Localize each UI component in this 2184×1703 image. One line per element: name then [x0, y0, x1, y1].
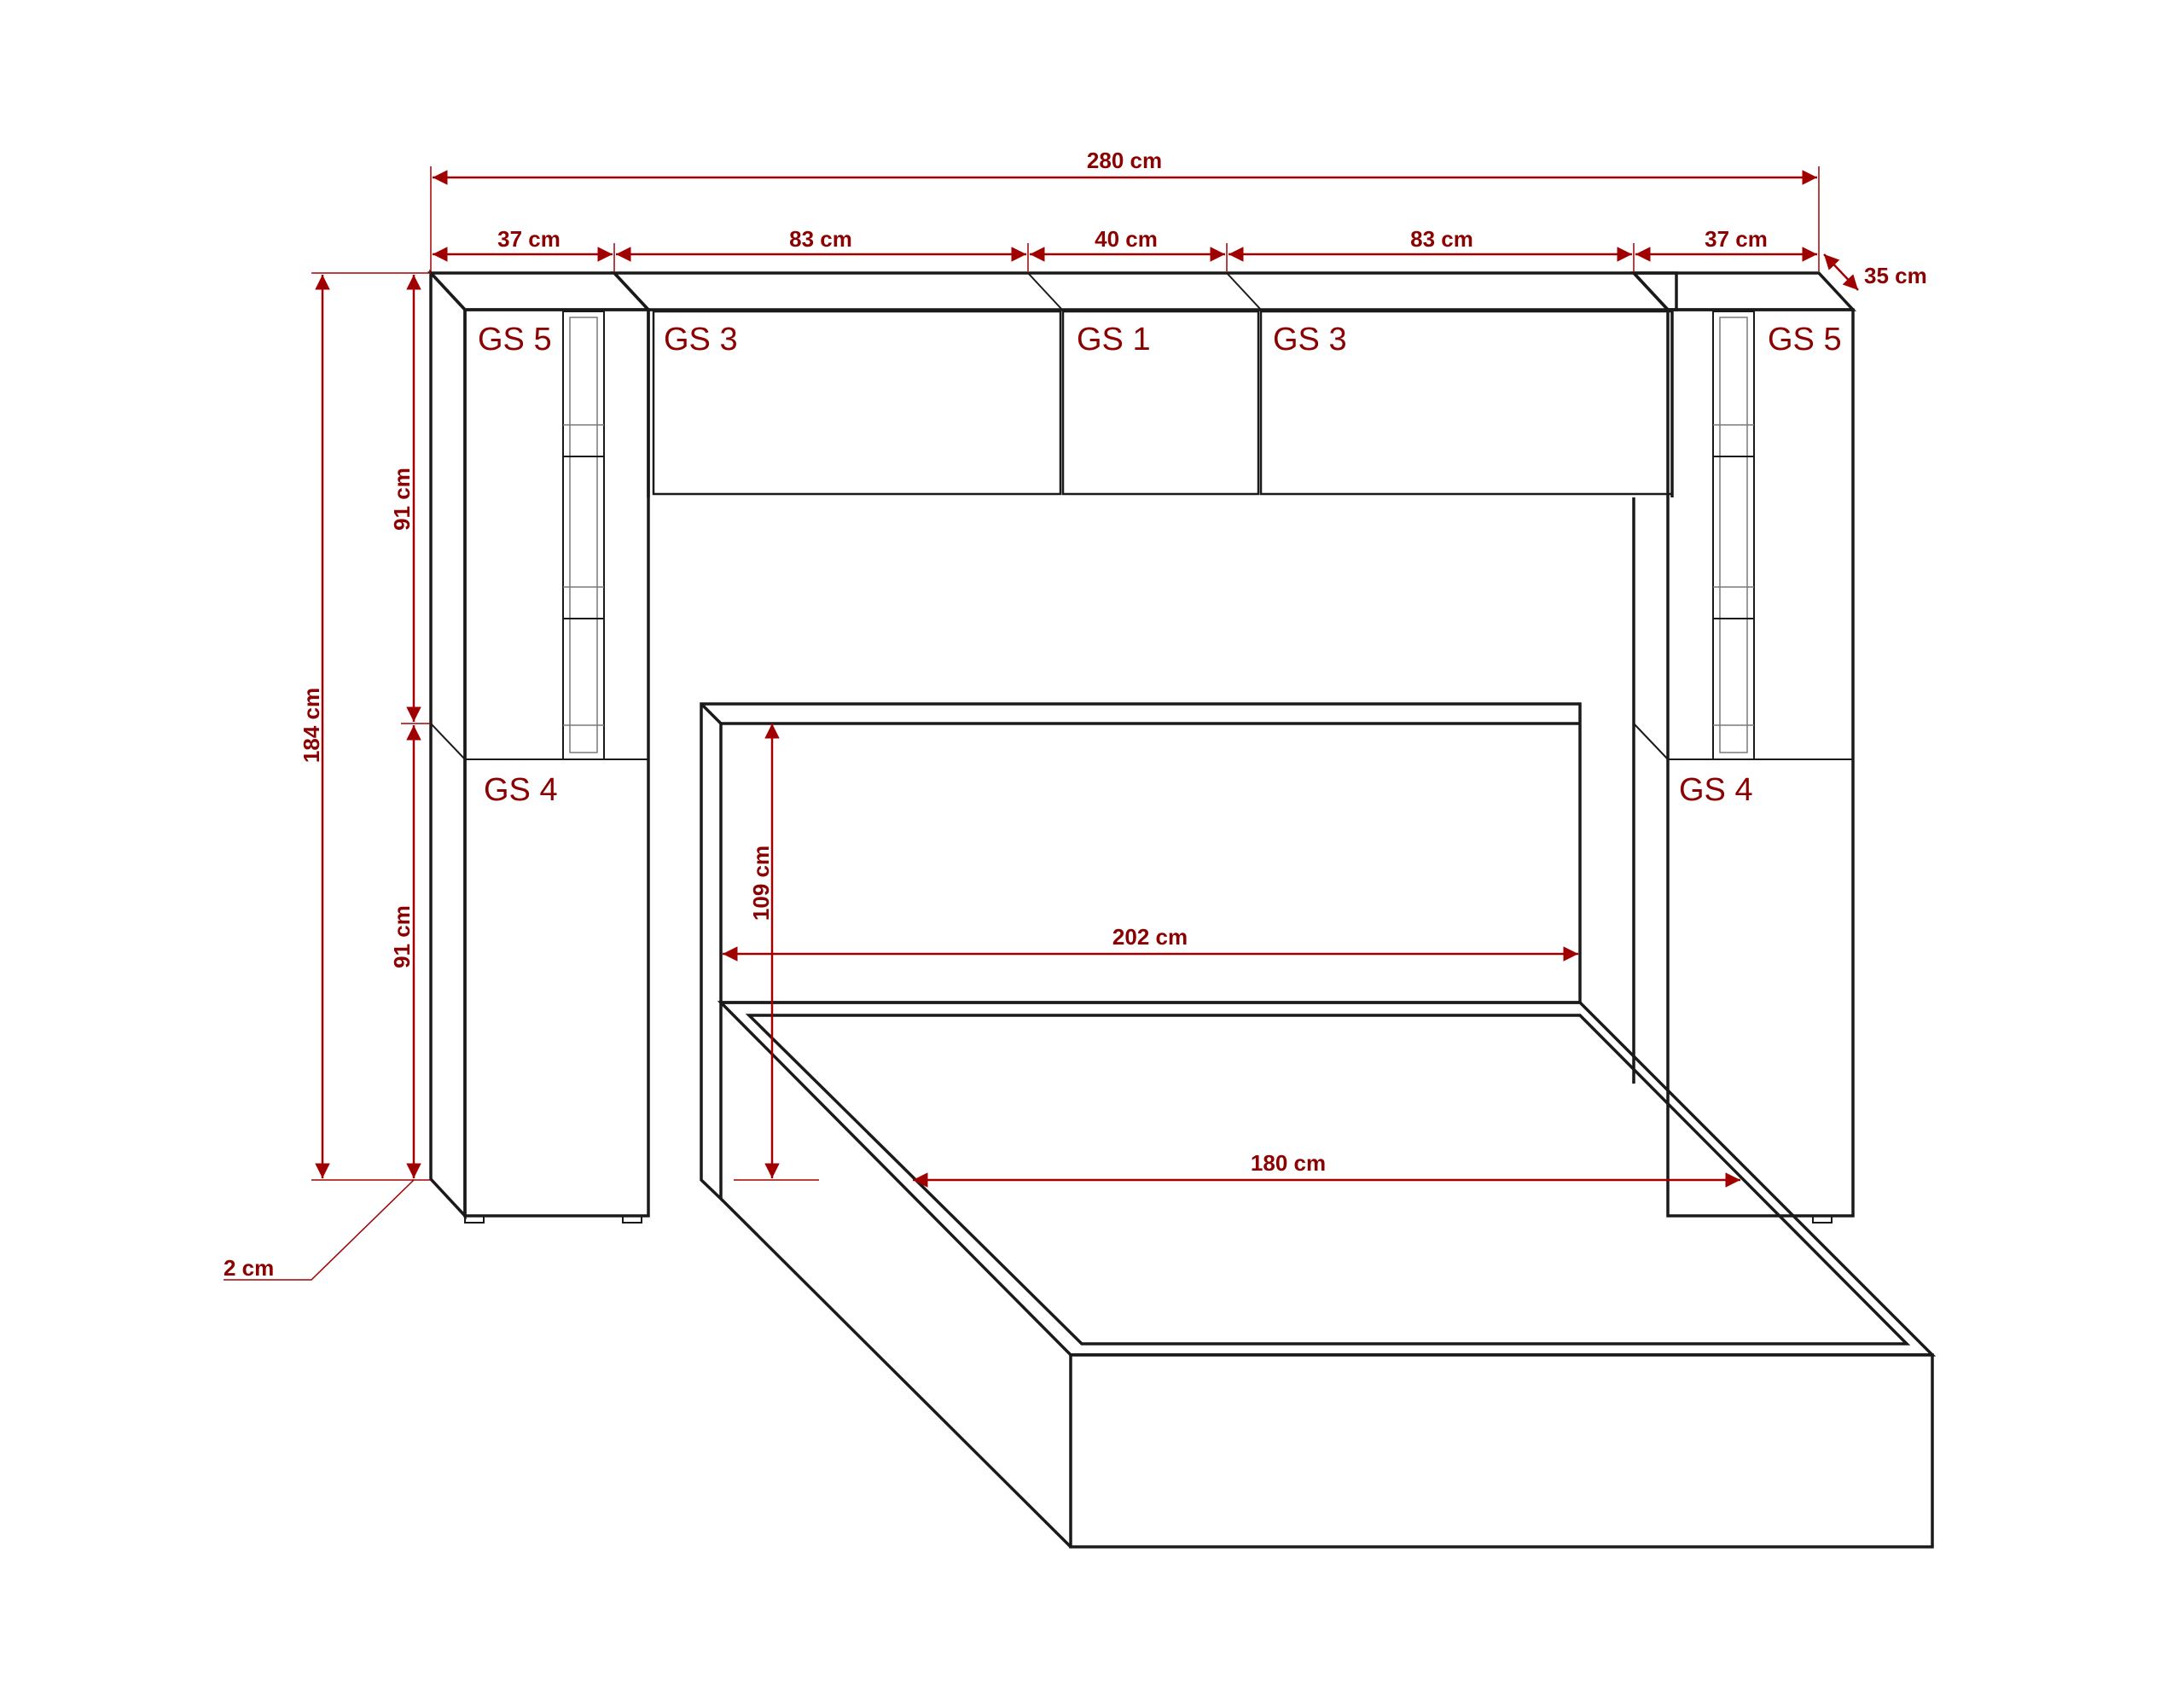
- module-label-center-shelf: GS 1: [1077, 322, 1151, 357]
- right-cabinet-top: [1629, 271, 1857, 311]
- bed: [700, 702, 1937, 1549]
- mattress-inner-edge: [745, 1014, 1911, 1346]
- module-label-left-upper: GS 5: [478, 322, 552, 357]
- dimensions: [224, 166, 1859, 1281]
- left-cabinet-front: [463, 308, 650, 1218]
- module-label-right-shelf: GS 3: [1273, 322, 1347, 357]
- module-label-left-shelf: GS 3: [664, 322, 738, 357]
- right-cabinet: [1629, 271, 1857, 1223]
- left-cabinet-side: [429, 269, 467, 1220]
- left-foot: [464, 1215, 485, 1223]
- module-label-left-lower: GS 4: [484, 772, 558, 808]
- plinth-leader: [224, 1179, 415, 1281]
- module-label-right-upper: GS 5: [1768, 322, 1842, 357]
- right-cabinet-front: [1666, 308, 1855, 1218]
- dim-depth: [1823, 253, 1859, 291]
- label-left-cabinet-width: 37 cm: [497, 226, 561, 252]
- label-lower-height: 91 cm: [389, 905, 415, 968]
- left-gs3-shelf: [652, 310, 1062, 496]
- label-bed-width: 180 cm: [1251, 1150, 1326, 1176]
- center-gs1-shelf: [1061, 310, 1260, 496]
- top-shelves-top: [610, 271, 1678, 311]
- headboard: [700, 702, 1582, 1203]
- left-foot: [622, 1215, 642, 1223]
- right-foot: [1812, 1215, 1833, 1223]
- label-headboard-height: 109 cm: [748, 846, 774, 921]
- top-shelves: [610, 271, 1678, 497]
- label-left-shelf-width: 83 cm: [789, 226, 852, 252]
- right-glass-shelf-column: [1712, 311, 1755, 760]
- label-bed-length: 202 cm: [1112, 924, 1188, 950]
- label-total-width: 280 cm: [1087, 148, 1162, 173]
- bed-base-front: [1069, 1353, 1934, 1549]
- label-plinth: 2 cm: [224, 1255, 274, 1281]
- label-right-cabinet-width: 37 cm: [1705, 226, 1768, 252]
- left-cabinet: [427, 269, 653, 1223]
- label-center-shelf-width: 40 cm: [1095, 226, 1158, 252]
- left-cabinet-top: [427, 271, 653, 311]
- mattress-platform: [717, 1001, 1937, 1357]
- left-glass-shelf-column: [562, 311, 605, 760]
- right-gs3-shelf: [1259, 310, 1674, 496]
- module-label-right-lower: GS 4: [1679, 772, 1753, 808]
- label-right-shelf-width: 83 cm: [1410, 226, 1473, 252]
- label-upper-height: 91 cm: [389, 468, 415, 531]
- label-depth: 35 cm: [1864, 263, 1927, 288]
- label-total-height: 184 cm: [299, 688, 324, 763]
